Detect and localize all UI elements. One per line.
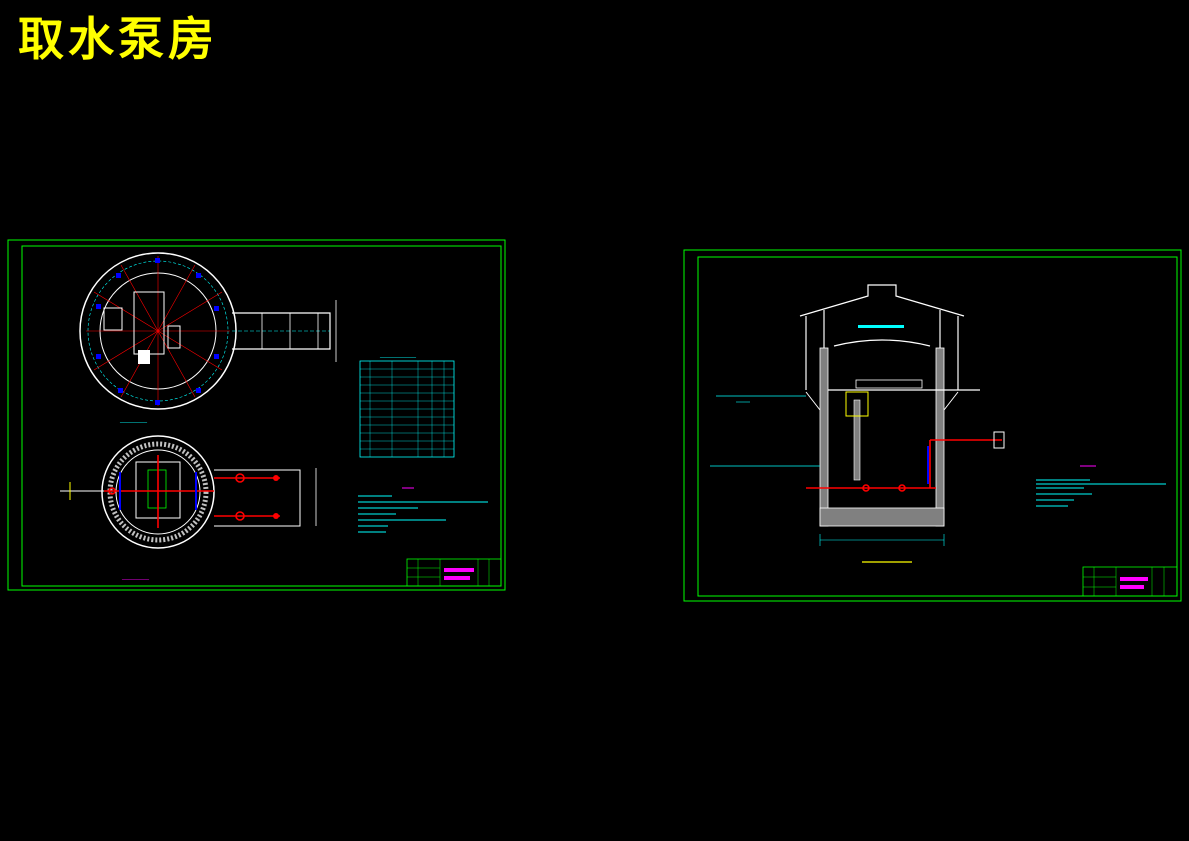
section-superstructure xyxy=(799,284,965,390)
upper-plan-columns xyxy=(96,258,219,405)
equipment-table: ____________ xyxy=(359,351,455,458)
section-pipes xyxy=(806,439,1002,492)
sheet-2-inner-border xyxy=(697,256,1178,597)
sheet-1-notes xyxy=(358,487,488,533)
upper-plan-view: _________ xyxy=(79,252,337,423)
sheet-2-title-block xyxy=(1082,566,1178,597)
svg-text:____________: ____________ xyxy=(379,351,417,358)
lower-plan-outer-wall xyxy=(101,435,215,549)
section-shaft-walls xyxy=(805,347,980,527)
lower-plan-outlet-channel xyxy=(214,469,301,527)
sheet-2-notes xyxy=(1036,465,1166,507)
svg-text:_________: _________ xyxy=(119,416,148,423)
page-title: 取水泵房 xyxy=(18,12,218,66)
upper-plan-pump-room xyxy=(133,291,165,355)
sheet-1-title-block xyxy=(406,558,502,587)
section-water-levels xyxy=(710,395,820,467)
lower-plan-view: _________ xyxy=(60,435,317,580)
section-base-slab xyxy=(819,507,945,527)
sheet-2-section xyxy=(683,249,1182,602)
lower-plan-wall-hatch xyxy=(107,441,209,543)
upper-plan-stair xyxy=(138,350,150,364)
sheet-1-inner-border xyxy=(21,245,502,587)
upper-plan-radial-lines xyxy=(86,256,230,406)
sheet-1-outer-border xyxy=(7,239,506,591)
section-crane-equipment xyxy=(845,379,923,417)
sheet-1-plans: _________ xyxy=(7,239,506,591)
sheet-2-outer-border xyxy=(683,249,1182,602)
svg-text:_________: _________ xyxy=(121,573,150,580)
section-dimension xyxy=(819,534,945,546)
